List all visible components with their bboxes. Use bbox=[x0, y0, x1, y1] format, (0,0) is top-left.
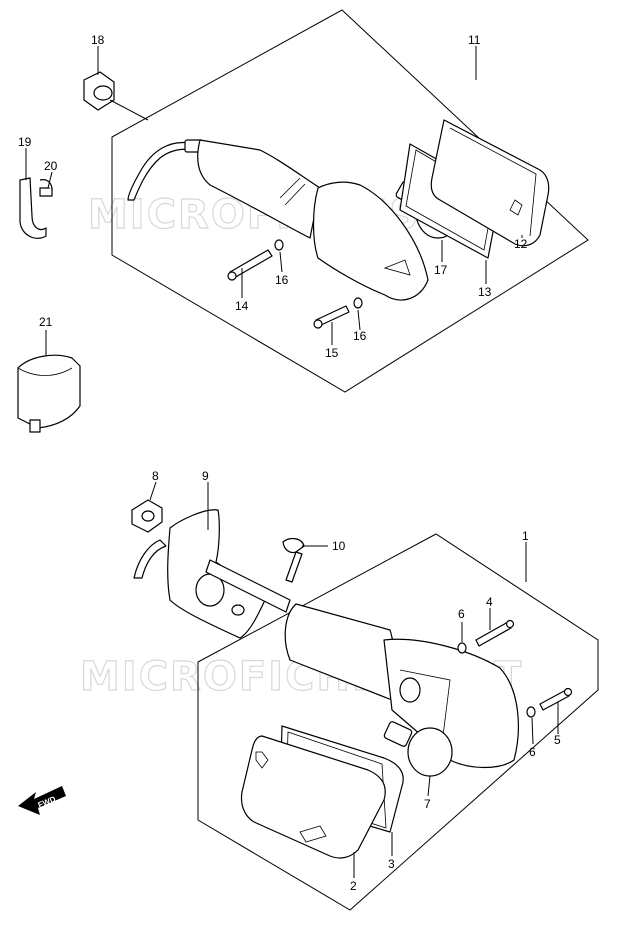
callout-3: 3 bbox=[388, 857, 395, 871]
callout-8: 8 bbox=[152, 469, 159, 483]
callout-20: 20 bbox=[44, 159, 58, 173]
callout-7: 7 bbox=[424, 797, 431, 811]
callout-19: 19 bbox=[18, 135, 32, 149]
fwd-arrow: FWD bbox=[18, 786, 66, 815]
callout-10: 10 bbox=[332, 539, 346, 553]
callout-6a: 6 bbox=[458, 607, 465, 621]
callout-16a: 16 bbox=[275, 273, 289, 287]
callout-1: 1 bbox=[522, 529, 529, 543]
callout-5: 5 bbox=[554, 733, 561, 747]
callout-2: 2 bbox=[350, 879, 357, 893]
callout-15: 15 bbox=[325, 346, 339, 360]
callout-4: 4 bbox=[486, 595, 493, 609]
leader-lines bbox=[25, 46, 559, 878]
callout-21: 21 bbox=[39, 315, 53, 329]
callout-14: 14 bbox=[235, 299, 249, 313]
callout-6b: 6 bbox=[529, 745, 536, 759]
callout-11: 11 bbox=[468, 33, 481, 47]
callout-numbers: 18 11 19 20 16 17 12 13 14 21 16 15 8 9 … bbox=[18, 33, 561, 893]
callout-18: 18 bbox=[91, 33, 105, 47]
callout-9: 9 bbox=[202, 469, 209, 483]
callout-13: 13 bbox=[478, 285, 492, 299]
callout-16b: 16 bbox=[353, 329, 367, 343]
rear-turn-signal-assembly bbox=[131, 499, 599, 911]
callout-12: 12 bbox=[514, 237, 528, 251]
bracket-19 bbox=[19, 177, 53, 239]
callout-17: 17 bbox=[434, 263, 448, 277]
front-turn-signal-assembly bbox=[83, 9, 589, 393]
relay-21 bbox=[17, 354, 81, 433]
